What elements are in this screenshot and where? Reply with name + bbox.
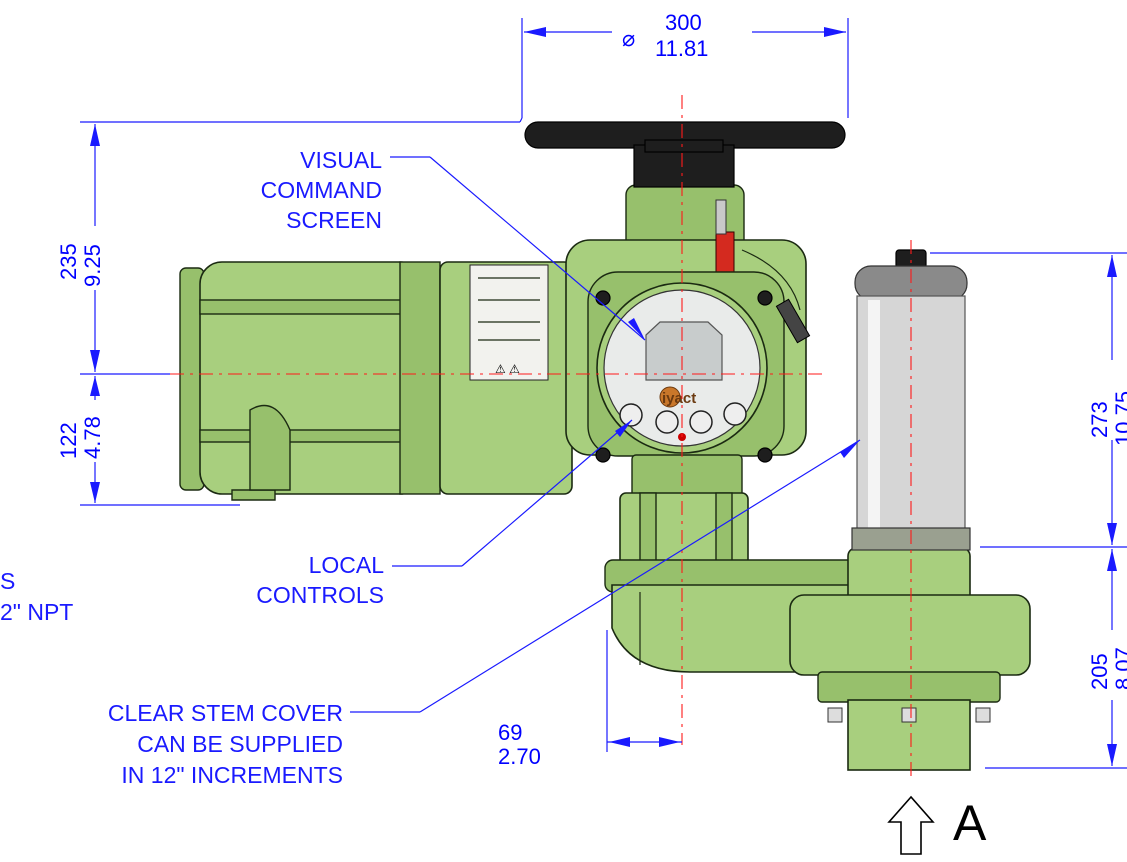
base-height-mm: 205 bbox=[1087, 653, 1112, 690]
view-arrow-a: A bbox=[887, 795, 987, 855]
visual-command-screen-line2: COMMAND bbox=[261, 177, 382, 203]
base-height-in: 8.07 bbox=[1111, 647, 1127, 690]
visual-command-screen-line1: VISUAL bbox=[300, 147, 382, 173]
declutch-lever bbox=[715, 199, 735, 281]
handwheel-diameter-in: 11.81 bbox=[655, 36, 708, 61]
chain-tag bbox=[741, 249, 811, 344]
output-base bbox=[789, 547, 1031, 771]
view-arrow-icon bbox=[887, 795, 935, 855]
conduit-callout-line1: S bbox=[0, 568, 15, 594]
lower-height-in: 4.78 bbox=[80, 416, 105, 459]
view-label: A bbox=[953, 795, 987, 851]
clear-stem-cover-line3: IN 12" INCREMENTS bbox=[121, 762, 343, 788]
centerlines bbox=[170, 95, 912, 780]
conduit-callout-line2: 2" NPT bbox=[0, 599, 73, 625]
stem-cover-height-mm: 273 bbox=[1087, 401, 1112, 438]
gearbox-column bbox=[619, 454, 749, 566]
nameplate: ⚠ ⚠ bbox=[469, 264, 549, 381]
offset-mm: 69 bbox=[498, 720, 522, 745]
stem-cover-height-in: 10.75 bbox=[1111, 391, 1127, 446]
clear-stem-cover-line1: CLEAR STEM COVER bbox=[108, 700, 343, 726]
leader-lines bbox=[350, 156, 861, 713]
svg-text:⚠ ⚠: ⚠ ⚠ bbox=[495, 362, 520, 376]
dimension-lines bbox=[80, 18, 1127, 769]
callout-texts: VISUAL COMMAND SCREEN LOCAL CONTROLS CLE… bbox=[0, 147, 384, 788]
upper-height-in: 9.25 bbox=[80, 244, 105, 287]
local-controls-line2: CONTROLS bbox=[256, 582, 384, 608]
upper-height-mm: 235 bbox=[56, 243, 81, 280]
handwheel-diameter-symbol: ⌀ bbox=[622, 26, 635, 51]
clear-stem-cover-line2: CAN BE SUPPLIED bbox=[137, 731, 343, 757]
visual-command-screen bbox=[645, 321, 723, 381]
dimension-texts: ⌀ 300 11.81 235 9.25 122 4.78 69 2.70 27… bbox=[56, 10, 1127, 769]
local-controls-line1: LOCAL bbox=[309, 552, 385, 578]
handwheel bbox=[524, 121, 846, 188]
actuator-body: ⚠ ⚠ iyact bbox=[179, 121, 1031, 771]
local-controls-knobs bbox=[619, 402, 747, 441]
handwheel-diameter-mm: 300 bbox=[665, 10, 702, 35]
visual-command-screen-line3: SCREEN bbox=[286, 207, 382, 233]
offset-in: 2.70 bbox=[498, 744, 541, 769]
brand-logo-text: iyact bbox=[662, 390, 696, 407]
brand-logo: iyact bbox=[659, 386, 696, 408]
lower-height-mm: 122 bbox=[56, 422, 81, 459]
